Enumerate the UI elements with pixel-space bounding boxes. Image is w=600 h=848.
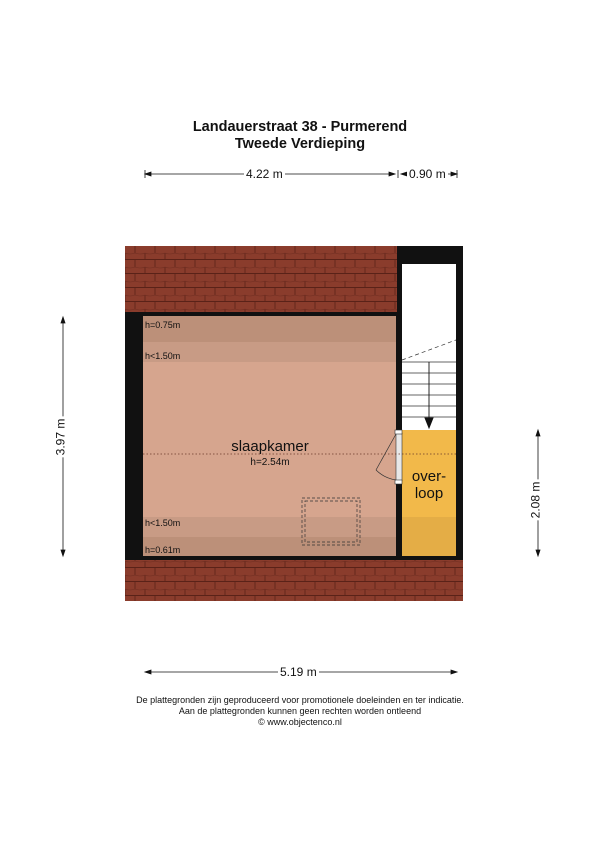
partition-wall-lower xyxy=(396,484,402,556)
dimension-top-left: 4.22 m xyxy=(244,167,285,181)
bedroom-zone-center xyxy=(143,362,396,517)
floor-title: Tweede Verdieping xyxy=(234,136,366,152)
address-title: Landauerstraat 38 - Purmerend xyxy=(192,119,408,135)
disclaimer-line-1: De plattegronden zijn geproduceerd voor … xyxy=(136,695,464,705)
landing-zone xyxy=(402,430,456,517)
door-jamb-top xyxy=(394,429,403,435)
bedroom-zone-top-outer xyxy=(143,316,396,342)
bedroom-zone-bottom-inner xyxy=(143,517,396,537)
landing-zone-low xyxy=(402,517,456,556)
dimension-left: 3.97 m xyxy=(53,416,68,458)
bedroom-zone-top-inner xyxy=(143,342,396,362)
bedroom-label: slaapkamer xyxy=(231,438,309,455)
bedroom-height-label: h=2.54m xyxy=(250,457,290,468)
landing-label-line1: over- xyxy=(411,468,447,485)
skylight-inner xyxy=(304,500,358,543)
skylight-outer xyxy=(301,497,361,546)
height-label-bottom-inner: h<1.50m xyxy=(145,518,181,528)
copyright-line: © www.objectenco.nl xyxy=(258,717,342,727)
dimension-right: 2.08 m xyxy=(528,479,543,521)
dimension-top-right: 0.90 m xyxy=(407,167,448,181)
height-label-top-inner: h<1.50m xyxy=(145,351,181,361)
bedroom-zone-bottom-outer xyxy=(143,537,396,556)
dimension-bottom: 5.19 m xyxy=(278,665,319,679)
partition-wall xyxy=(396,316,402,430)
door-jamb-bottom xyxy=(394,479,403,485)
roof-bottom xyxy=(125,560,463,601)
stair-cut-line xyxy=(401,339,457,361)
disclaimer-line-2: Aan de plattegronden kunnen geen rechten… xyxy=(178,706,422,716)
height-label-top-outer: h=0.75m xyxy=(145,320,181,330)
landing-label-line2: loop xyxy=(414,485,444,502)
stair-direction-arrow xyxy=(424,362,434,430)
height-label-bottom-outer: h=0.61m xyxy=(145,545,181,555)
door-swing xyxy=(375,433,397,481)
roof-top xyxy=(125,246,399,312)
